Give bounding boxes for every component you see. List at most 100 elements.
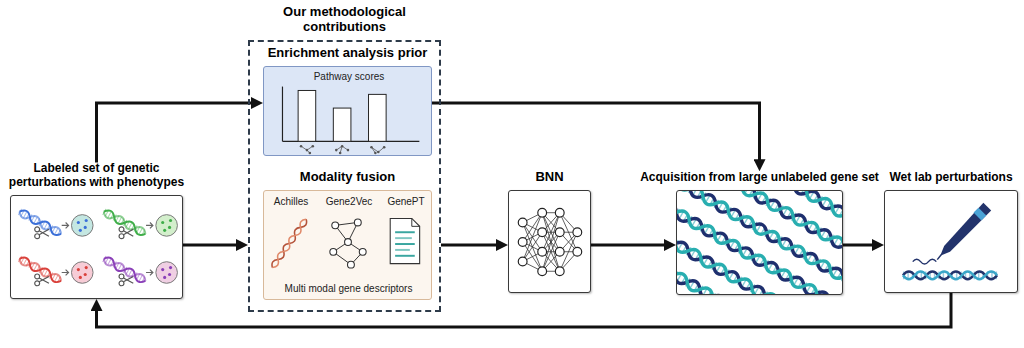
perturbation-unit xyxy=(102,255,147,284)
neural-network-icon xyxy=(509,191,590,292)
flow-arrow xyxy=(441,244,500,247)
genept-document-icon xyxy=(395,243,415,245)
fusion-panel: Modality fusion AchillesGene2VecGenePTMu… xyxy=(263,170,432,300)
perturbation-unit xyxy=(146,270,153,276)
modality-icons xyxy=(264,191,431,299)
pathway-graph-icon xyxy=(300,145,314,154)
pathway-graph-icon xyxy=(300,145,303,148)
network-neuron xyxy=(573,228,582,237)
dna-strand-group xyxy=(677,191,842,294)
chart-axes xyxy=(282,87,283,142)
genept-document-icon xyxy=(390,218,419,263)
perturbation-unit xyxy=(18,208,63,237)
pathway-graph-icon xyxy=(370,146,373,149)
perturbation-unit xyxy=(79,229,82,232)
input-step: Labeled set of genetic perturbations wit… xyxy=(10,162,183,299)
pathway-graph-icon xyxy=(335,149,338,152)
flow-arrow xyxy=(97,103,255,162)
perturbation-unit xyxy=(71,262,93,284)
perturbation-unit xyxy=(35,227,49,239)
network-neuron xyxy=(518,208,581,275)
pathway-graph-icon xyxy=(377,151,380,154)
text-slot: Multi modal gene descriptors xyxy=(269,283,428,295)
perturbation-unit xyxy=(35,274,49,286)
pathway-graph-icon xyxy=(309,152,312,155)
pathway-graph-icon xyxy=(347,149,350,152)
step-title: Our methodological contributions xyxy=(248,5,441,35)
dna-helix xyxy=(903,271,997,279)
pathway-graph-icon xyxy=(370,146,385,154)
text-slot: GenePT xyxy=(380,196,432,208)
pen-icon xyxy=(913,203,991,264)
flow-arrow xyxy=(591,244,668,247)
dna-helix xyxy=(903,271,997,279)
step-title: Wet lab perturbations xyxy=(884,171,1018,185)
achilles-dna-icon xyxy=(270,218,309,270)
score-bar xyxy=(369,94,387,141)
panel-label: Achilles xyxy=(265,196,317,208)
network-neuron xyxy=(555,208,564,217)
perturbation-illustration xyxy=(11,196,182,298)
achilles-dna-icon xyxy=(270,218,309,270)
dna-strand-group xyxy=(677,191,842,294)
score-bar xyxy=(333,108,351,141)
prior-panel: Enrichment analysis prior Pathway scores xyxy=(263,46,432,156)
gene2vec-graph-icon xyxy=(330,219,366,268)
perturbation-unit xyxy=(62,222,69,228)
genept-document-icon xyxy=(395,237,412,239)
wet-lab-icon xyxy=(885,191,1017,292)
perturbation-unit xyxy=(163,276,166,279)
step-box: Pathway scores xyxy=(263,66,432,156)
perturbation-unit xyxy=(119,274,133,286)
perturbation-unit xyxy=(102,208,177,238)
pathway-graph-icon xyxy=(335,145,349,154)
gene2vec-graph-icon xyxy=(330,219,366,268)
perturbation-unit xyxy=(163,229,166,232)
step-title: Acquisition from large unlabeled gene se… xyxy=(635,171,885,185)
panel-label: GenePT xyxy=(380,196,432,208)
pathway-graph-icon xyxy=(312,145,315,148)
perturbation-unit xyxy=(84,273,87,276)
network-neuron xyxy=(538,247,547,256)
network-edges xyxy=(542,213,560,272)
perturbation-unit xyxy=(156,215,178,237)
pathway-graph-icon xyxy=(374,152,377,155)
dna-helix xyxy=(903,271,997,279)
network-neuron xyxy=(555,267,564,276)
flow-arrow xyxy=(432,103,760,163)
pen-icon xyxy=(913,259,937,264)
achilles-dna-icon xyxy=(270,218,309,270)
perturbation-unit xyxy=(102,255,177,285)
perturbation-unit xyxy=(156,262,178,284)
text-slot: Gene2Vec xyxy=(321,196,377,208)
text-slot: Pathway scores xyxy=(294,71,404,83)
contributions-group: Our methodological contributionsEnrichme… xyxy=(248,5,441,312)
acquisition-step: Acquisition from large unlabeled gene se… xyxy=(676,171,843,295)
gene-set-illustration xyxy=(677,191,842,294)
genept-document-icon xyxy=(395,231,415,233)
gene2vec-graph-icon xyxy=(348,261,355,268)
step-box: Achilles Gene2VecGenePT Multi modal gene d… xyxy=(263,190,432,300)
pathway-graph-icon xyxy=(383,146,386,149)
network-neuron xyxy=(518,218,527,227)
pathway-graph-icon xyxy=(371,147,384,153)
perturbation-unit xyxy=(161,268,164,271)
gene2vec-graph-icon xyxy=(354,219,361,226)
dna-strand-group xyxy=(677,195,842,294)
step-title: Enrichment analysis prior xyxy=(263,46,432,61)
genept-document-icon xyxy=(412,218,420,226)
perturbation-unit xyxy=(18,208,93,238)
dna-helix xyxy=(903,271,997,279)
network-edges xyxy=(560,213,578,272)
genept-document-icon xyxy=(390,218,419,263)
dna-strand-group xyxy=(677,243,842,294)
pathway-graph-icon xyxy=(339,152,342,155)
pen-icon xyxy=(937,255,941,260)
panel-label: Multi modal gene descriptors xyxy=(269,283,428,295)
pen-icon xyxy=(940,203,991,256)
dna-strand-group xyxy=(677,191,842,294)
perturbation-unit xyxy=(71,215,93,237)
dna-strand-group xyxy=(677,219,842,294)
score-bar xyxy=(298,90,386,141)
